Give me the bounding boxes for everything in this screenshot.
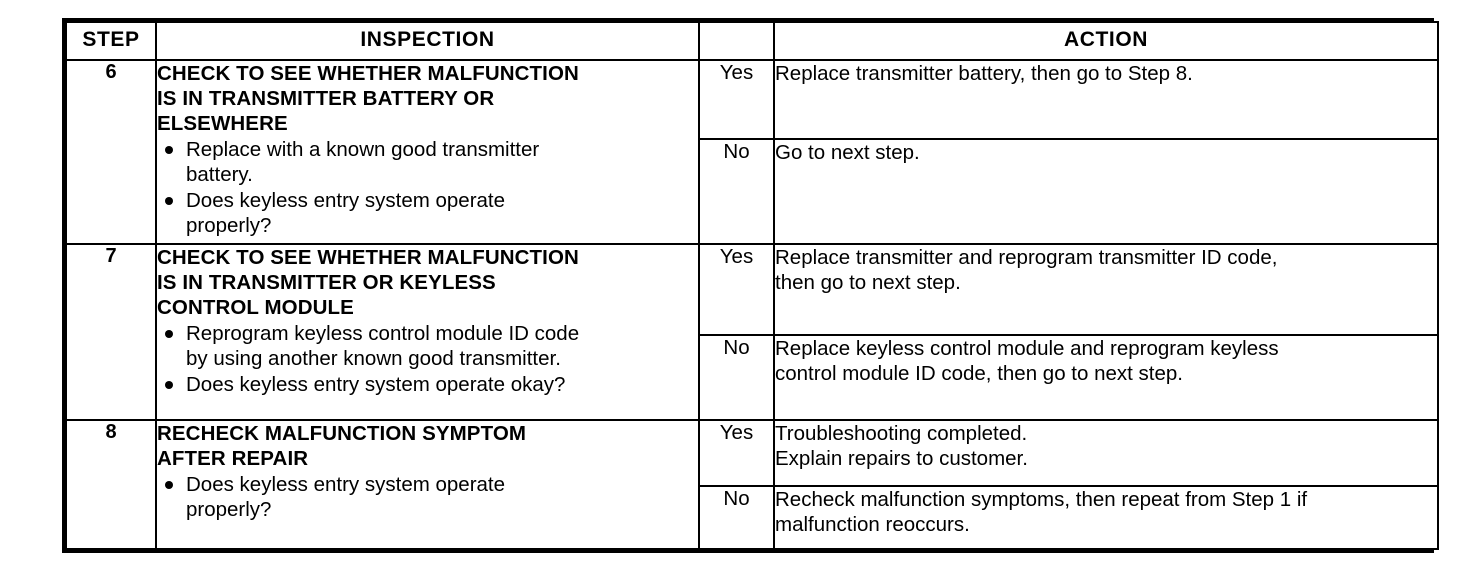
table-row-step-8-no: No Recheck malfunction symptoms, then re… (66, 485, 1439, 550)
table-row-step-6-no: No Go to next step. (66, 138, 1439, 246)
answer-label-8-yes: Yes (698, 419, 775, 488)
header-step: STEP (65, 20, 157, 62)
bullet-icon (165, 381, 173, 390)
answer-label-6-yes: Yes (698, 59, 775, 141)
list-item: Does keyless entry system operate proper… (157, 472, 698, 522)
inspection-title-6: CHECK TO SEE WHETHER MALFUNCTION IS IN T… (157, 62, 579, 136)
step-number-7: 7 (65, 243, 157, 422)
table-header-row: STEP INSPECTION ACTION (65, 20, 1439, 62)
header-inspection: INSPECTION (155, 20, 700, 62)
inspection-title-7: CHECK TO SEE WHETHER MALFUNCTION IS IN T… (157, 246, 579, 320)
action-cell-7-yes: Replace transmitter and reprogram transm… (773, 243, 1439, 336)
action-cell-8-no: Recheck malfunction symptoms, then repea… (773, 485, 1439, 550)
answer-label-7-yes: Yes (698, 243, 775, 336)
table-row-step-7-no: No Replace keyless control module and re… (66, 333, 1439, 422)
action-cell-6-yes: Replace transmitter battery, then go to … (773, 59, 1439, 141)
troubleshooting-table-sheet: STEP INSPECTION ACTION 6 CHECK TO SEE WH… (62, 18, 1439, 553)
answer-label-8-no: No (698, 485, 775, 550)
list-item: Reprogram keyless control module ID code… (157, 321, 698, 371)
bullet-icon (165, 330, 173, 339)
step-number-6: 6 (65, 59, 157, 246)
table-row-step-8-yes: 8 RECHECK MALFUNCTION SYMPTOM AFTER REPA… (65, 419, 1439, 550)
header-action: ACTION (773, 20, 1439, 62)
header-yesno-blank (698, 20, 775, 62)
inspection-cell-6: CHECK TO SEE WHETHER MALFUNCTION IS IN T… (155, 59, 700, 246)
inspection-bullets-7: Reprogram keyless control module ID code… (157, 321, 698, 397)
action-cell-8-yes: Troubleshooting completed. Explain repai… (773, 419, 1439, 488)
table-row-step-7-yes: 7 CHECK TO SEE WHETHER MALFUNCTION IS IN… (65, 243, 1439, 422)
bullet-icon (165, 146, 173, 155)
action-cell-6-no: Go to next step. (773, 138, 1439, 246)
action-cell-7-no: Replace keyless control module and repro… (773, 333, 1439, 422)
step-number-8: 8 (65, 419, 157, 550)
inspection-bullets-6: Replace with a known good transmitter ba… (157, 137, 698, 238)
inspection-cell-8: RECHECK MALFUNCTION SYMPTOM AFTER REPAIR… (155, 419, 700, 550)
bullet-icon (165, 197, 173, 206)
list-item: Replace with a known good transmitter ba… (157, 137, 698, 187)
answer-label-6-no: No (698, 138, 775, 246)
troubleshooting-table: STEP INSPECTION ACTION 6 CHECK TO SEE WH… (65, 20, 1439, 550)
answer-label-7-no: No (698, 333, 775, 422)
bullet-icon (165, 481, 173, 490)
inspection-bullets-8: Does keyless entry system operate proper… (157, 472, 698, 522)
list-item: Does keyless entry system operate okay? (157, 372, 698, 397)
inspection-cell-7: CHECK TO SEE WHETHER MALFUNCTION IS IN T… (155, 243, 700, 422)
inspection-title-8: RECHECK MALFUNCTION SYMPTOM AFTER REPAIR (157, 422, 527, 471)
list-item: Does keyless entry system operate proper… (157, 188, 698, 238)
table-row-step-6-yes: 6 CHECK TO SEE WHETHER MALFUNCTION IS IN… (65, 59, 1439, 246)
